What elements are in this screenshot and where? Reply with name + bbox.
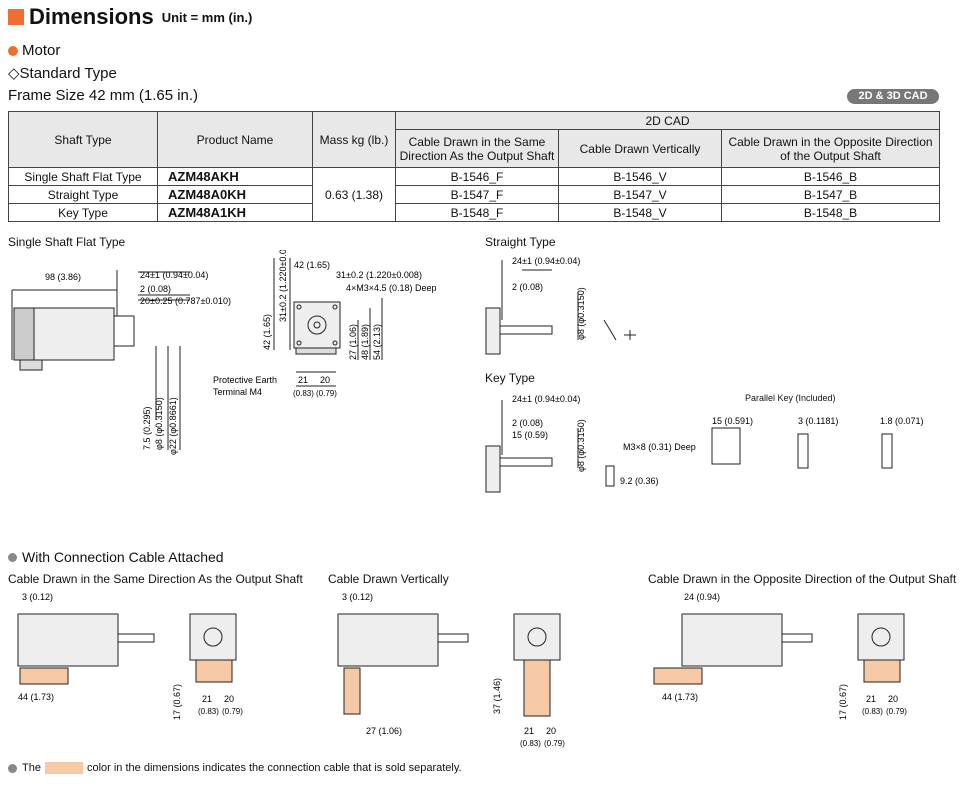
straight-title: Straight Type (485, 235, 556, 249)
key-title: Key Type (485, 371, 535, 385)
single-shaft-title: Single Shaft Flat Type (8, 235, 126, 249)
cable-opposite-title: Cable Drawn in the Opposite Direction of… (648, 572, 957, 586)
cable-vertical-title: Cable Drawn Vertically (328, 572, 449, 586)
cable-same-title: Cable Drawn in the Same Direction As the… (8, 572, 303, 586)
key-dim-24: 24±1 (0.94±0.04) (512, 394, 580, 404)
straight-dim-2: 2 (0.08) (512, 282, 543, 292)
dim-31: 31±0.2 (1.220±0.008) (336, 270, 422, 280)
dim-31-v: 31±0.2 (1.220±0.008) (278, 250, 288, 322)
dim-phi22: φ22 (φ0.8661) (168, 397, 178, 455)
dim-20b: 20 (320, 375, 330, 385)
cad-link[interactable]: B-1546_V (558, 167, 722, 186)
same-dim-17: 17 (0.67) (172, 684, 182, 720)
same-dim-083: (0.83) (198, 707, 219, 716)
dim-20: 20±0.25 (0.787±0.010) (140, 296, 231, 306)
parallel-key-label: Parallel Key (Included) (745, 393, 836, 403)
frame-size-heading: Frame Size 42 mm (1.65 in.) (8, 87, 199, 104)
opp-dim-24: 24 (0.94) (684, 592, 720, 602)
cable-color-swatch (44, 762, 83, 774)
cad-link[interactable]: B-1547_V (558, 185, 722, 204)
cad-link[interactable]: B-1547_B (721, 185, 940, 204)
cad-link[interactable]: B-1546_F (395, 167, 559, 186)
opp-dim-079: (0.79) (886, 707, 907, 716)
opp-dim-21: 21 (866, 694, 876, 704)
cad-link[interactable]: B-1548_F (395, 203, 559, 222)
terminal-label: Terminal M4 (213, 387, 262, 397)
cad-link[interactable]: B-1548_B (721, 203, 940, 222)
opp-dim-44: 44 (1.73) (662, 692, 698, 702)
vert-dim-27: 27 (1.06) (366, 726, 402, 736)
cable-drawings: 3 (0.12) 44 (1.73) 17 (0.67) 21 20 (0.83… (17, 592, 907, 748)
same-dim-20: 20 (224, 694, 234, 704)
footnote: The color in the dimensions indicates th… (8, 762, 462, 774)
vert-dim-37: 37 (1.46) (492, 678, 502, 714)
same-dim-3: 3 (0.12) (22, 592, 53, 602)
straight-dim-24: 24±1 (0.94±0.04) (512, 256, 580, 266)
opp-dim-083: (0.83) (862, 707, 883, 716)
key-dim-15b: 15 (0.591) (712, 416, 753, 426)
protective-earth-label: Protective Earth (213, 375, 277, 385)
straight-dim-phi8: φ8 (φ0.3150) (576, 287, 586, 340)
cad-link[interactable]: B-1547_F (395, 185, 559, 204)
cad-link[interactable]: B-1546_B (721, 167, 940, 186)
bullet-icon (8, 763, 17, 773)
vert-dim-21: 21 (524, 726, 534, 736)
dim-98: 98 (3.86) (45, 272, 81, 282)
key-dim-phi8: φ8 (φ0.3150) (576, 419, 586, 472)
vert-dim-083: (0.83) (520, 739, 541, 748)
dim-27: 27 (1.06) (348, 324, 358, 360)
bullet-icon (8, 45, 18, 56)
spec-table: Shaft Type Product Name Mass kg (lb.) 2D… (8, 111, 940, 222)
unit-label: Unit = mm (in.) (161, 9, 253, 25)
same-dim-079: (0.79) (222, 707, 243, 716)
vert-dim-3: 3 (0.12) (342, 592, 373, 602)
page-title: Dimensions Unit = mm (in.) (8, 4, 252, 30)
key-dim-9-2: 9.2 (0.36) (620, 476, 659, 486)
dim-21: 21 (298, 375, 308, 385)
opp-dim-17: 17 (0.67) (838, 684, 848, 720)
mass-value: 0.63 (1.38) (312, 167, 396, 222)
same-dim-44: 44 (1.73) (18, 692, 54, 702)
key-dim-3: 3 (0.1181) (798, 416, 838, 426)
cad-badge[interactable]: 2D & 3D CAD (847, 89, 939, 104)
key-dim-1-8: 1.8 (0.071) (880, 416, 924, 426)
same-dim-21: 21 (202, 694, 212, 704)
motor-heading: Motor (8, 42, 60, 59)
dim-48: 48 (1.89) (360, 324, 370, 360)
cable-section-title: With Connection Cable Attached (8, 549, 224, 565)
title-square-icon (8, 9, 24, 25)
dim-tap: 4×M3×4.5 (0.18) Deep (346, 283, 437, 293)
dim-phi8: φ8 (φ0.3150) (154, 397, 164, 450)
dim-54: 54 (2.13) (372, 324, 382, 360)
dim-2: 2 (0.08) (140, 284, 171, 294)
header-cad-opposite: Cable Drawn in the Opposite Direction of… (721, 129, 940, 168)
key-dim-m3: M3×8 (0.31) Deep (623, 442, 696, 452)
header-shaft-type: Shaft Type (8, 111, 158, 168)
dim-7-5: 7.5 (0.295) (142, 406, 152, 450)
cad-link[interactable]: B-1548_V (558, 203, 722, 222)
opp-dim-20: 20 (888, 694, 898, 704)
dim-079: (0.79) (316, 389, 337, 398)
vert-dim-079: (0.79) (544, 739, 565, 748)
bullet-icon (8, 552, 17, 562)
key-dim-2: 2 (0.08) (512, 418, 543, 428)
dim-42-v: 42 (1.65) (262, 314, 272, 350)
single-shaft-drawing: 98 (3.86) 24±1 (0.94±0.04) 2 (0.08) 20±0… (11, 250, 437, 455)
header-2d-cad: 2D CAD (395, 111, 940, 130)
header-cad-same: Cable Drawn in the Same Direction As the… (395, 129, 559, 168)
table-row: Single Shaft Flat Type AZM48AKH 0.63 (1.… (8, 167, 940, 222)
dim-24: 24±1 (0.94±0.04) (140, 270, 208, 280)
vert-dim-20: 20 (546, 726, 556, 736)
header-product-name: Product Name (157, 111, 313, 168)
dim-083: (0.83) (293, 389, 314, 398)
straight-key-drawing: 24±1 (0.94±0.04) 2 (0.08) φ8 (φ0.3150) 2… (485, 256, 924, 493)
table-row: Straight Type AZM48A0KH B-1547_F B-1547_… (8, 185, 940, 204)
header-mass: Mass kg (lb.) (312, 111, 396, 168)
key-dim-15: 15 (0.59) (512, 430, 548, 440)
header-cad-vertical: Cable Drawn Vertically (558, 129, 722, 168)
standard-type-heading: ◇Standard Type (8, 65, 117, 82)
table-row: Key Type AZM48A1KH B-1548_F B-1548_V B-1… (8, 203, 940, 222)
dim-42: 42 (1.65) (294, 260, 330, 270)
